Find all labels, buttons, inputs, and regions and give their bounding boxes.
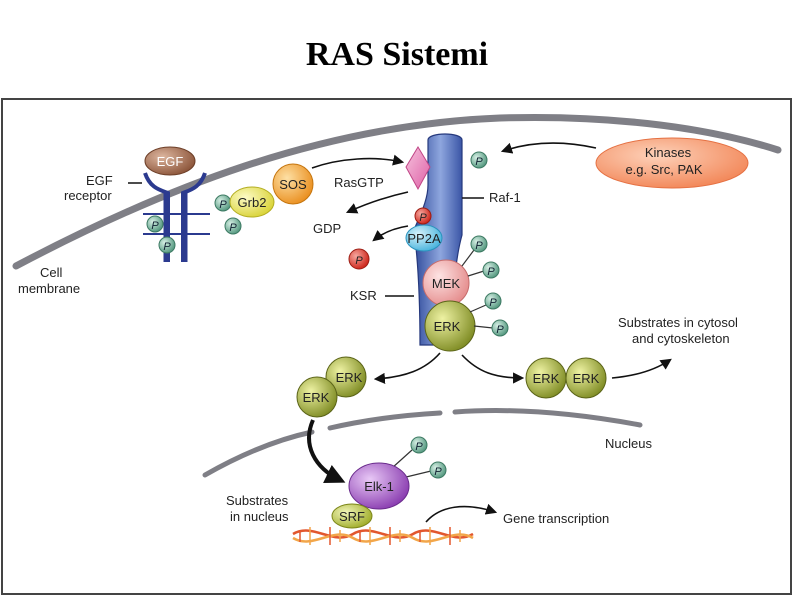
svg-text:P: P	[475, 156, 483, 168]
elk1-phosphate-2	[429, 461, 447, 479]
mek-phosphate-bond-2	[467, 270, 485, 277]
arrow-sos-to-ras	[311, 154, 405, 169]
svg-text:P: P	[496, 324, 504, 336]
erk-dimer-left-a	[325, 356, 367, 398]
kinases-label-line2: e.g. Src, PAK	[625, 162, 702, 177]
nuclear-membrane-right	[452, 408, 643, 428]
svg-text:P: P	[355, 255, 363, 267]
gene-transcription-label: Gene transcription	[503, 511, 609, 526]
raf1-label: Raf-1	[489, 190, 521, 205]
srf-protein	[331, 503, 373, 529]
elk1-label: Elk-1	[364, 479, 394, 494]
svg-text:P: P	[163, 241, 171, 253]
svg-text:P: P	[434, 466, 442, 478]
mek-phosphate-1	[470, 235, 488, 253]
svg-text:P: P	[419, 212, 427, 224]
pp2a-protein	[405, 224, 443, 252]
grb2-label: Grb2	[238, 195, 267, 210]
svg-text:P: P	[475, 240, 483, 252]
erk-dimer-left-b-label: ERK	[303, 390, 330, 405]
erk-scaffold-label: ERK	[434, 319, 461, 334]
arrow-erk-into-nucleus	[307, 419, 346, 483]
svg-text:P: P	[487, 266, 495, 278]
pp2a-label: PP2A	[407, 231, 441, 246]
ksr-label: KSR	[350, 288, 377, 303]
arrow-dimer-to-cytosol-substrates	[611, 358, 672, 379]
elk1-protein	[348, 462, 410, 510]
receptor-phosphates: P P P P	[146, 194, 242, 254]
arrow-ras-to-gdp	[345, 191, 409, 214]
kinases-label-line1: Kinases	[645, 145, 692, 160]
svg-text:P: P	[219, 199, 227, 211]
egf-label: EGF	[157, 154, 184, 169]
nuclear-membrane-left	[202, 429, 315, 478]
pp2a-phosphate	[414, 207, 432, 225]
elk1-phosphate-bond-1	[391, 449, 413, 469]
erk-phosphate-2	[491, 319, 509, 337]
sos-protein	[272, 163, 314, 205]
mek-phosphate-2	[482, 261, 500, 279]
substrates-cytosol-label-line2: and cytoskeleton	[632, 331, 730, 346]
substrates-nucleus-label-line1: Substrates	[226, 493, 289, 508]
erk-phosphate-bond-1	[469, 304, 487, 313]
arrow-erk-to-left-dimer	[373, 352, 441, 384]
svg-text:P: P	[489, 297, 497, 309]
egf-receptor	[143, 172, 210, 262]
mek-label: MEK	[432, 276, 461, 291]
erk-phosphate-bond-2	[473, 325, 494, 329]
arrow-to-gene-transcription	[425, 503, 498, 523]
erk-phosphate-1	[484, 292, 502, 310]
erk-dimer-left-a-label: ERK	[336, 370, 363, 385]
svg-text:P: P	[151, 220, 159, 232]
egf-receptor-label-line1: EGF	[86, 173, 113, 188]
dna-helix	[292, 527, 474, 545]
ras-gtp-protein	[405, 146, 431, 191]
slide-title: RAS Sistemi	[305, 36, 489, 73]
cell-membrane-label-line2: membrane	[18, 281, 80, 296]
erk-dimer-left-b	[296, 376, 338, 418]
erk-dimer-right-b-label: ERK	[573, 371, 600, 386]
substrates-nucleus-label-line2: in nucleus	[230, 509, 289, 524]
cell-membrane-label-line1: Cell	[40, 265, 63, 280]
mek-phosphate-bond-1	[461, 249, 475, 267]
srf-label: SRF	[339, 509, 365, 524]
nucleus-label: Nucleus	[605, 436, 652, 451]
arrow-erk-to-right-dimer	[461, 354, 525, 384]
elk1-phosphate-1	[410, 436, 428, 454]
erk-dimer-right-a-label: ERK	[533, 371, 560, 386]
gdp-label: GDP	[313, 221, 341, 236]
grb2-protein	[229, 186, 275, 218]
nuclear-membrane-mid	[327, 410, 443, 431]
arrow-pp2a-to-phosphate	[372, 225, 409, 242]
cell-membrane	[12, 113, 782, 270]
erk-dimer-right-b	[565, 357, 607, 399]
released-phosphate	[348, 248, 370, 270]
svg-text:P: P	[415, 441, 423, 453]
arrow-kinases-to-raf	[500, 142, 597, 154]
sos-label: SOS	[279, 177, 307, 192]
substrates-cytosol-label-line1: Substrates in cytosol	[618, 315, 738, 330]
kinases-blob	[595, 137, 749, 189]
egf-ligand	[144, 146, 196, 176]
svg-text:P: P	[229, 222, 237, 234]
raf1-phosphate	[470, 151, 488, 169]
ras-gtp-label: RasGTP	[334, 175, 384, 190]
egf-receptor-label-line2: receptor	[64, 188, 112, 203]
